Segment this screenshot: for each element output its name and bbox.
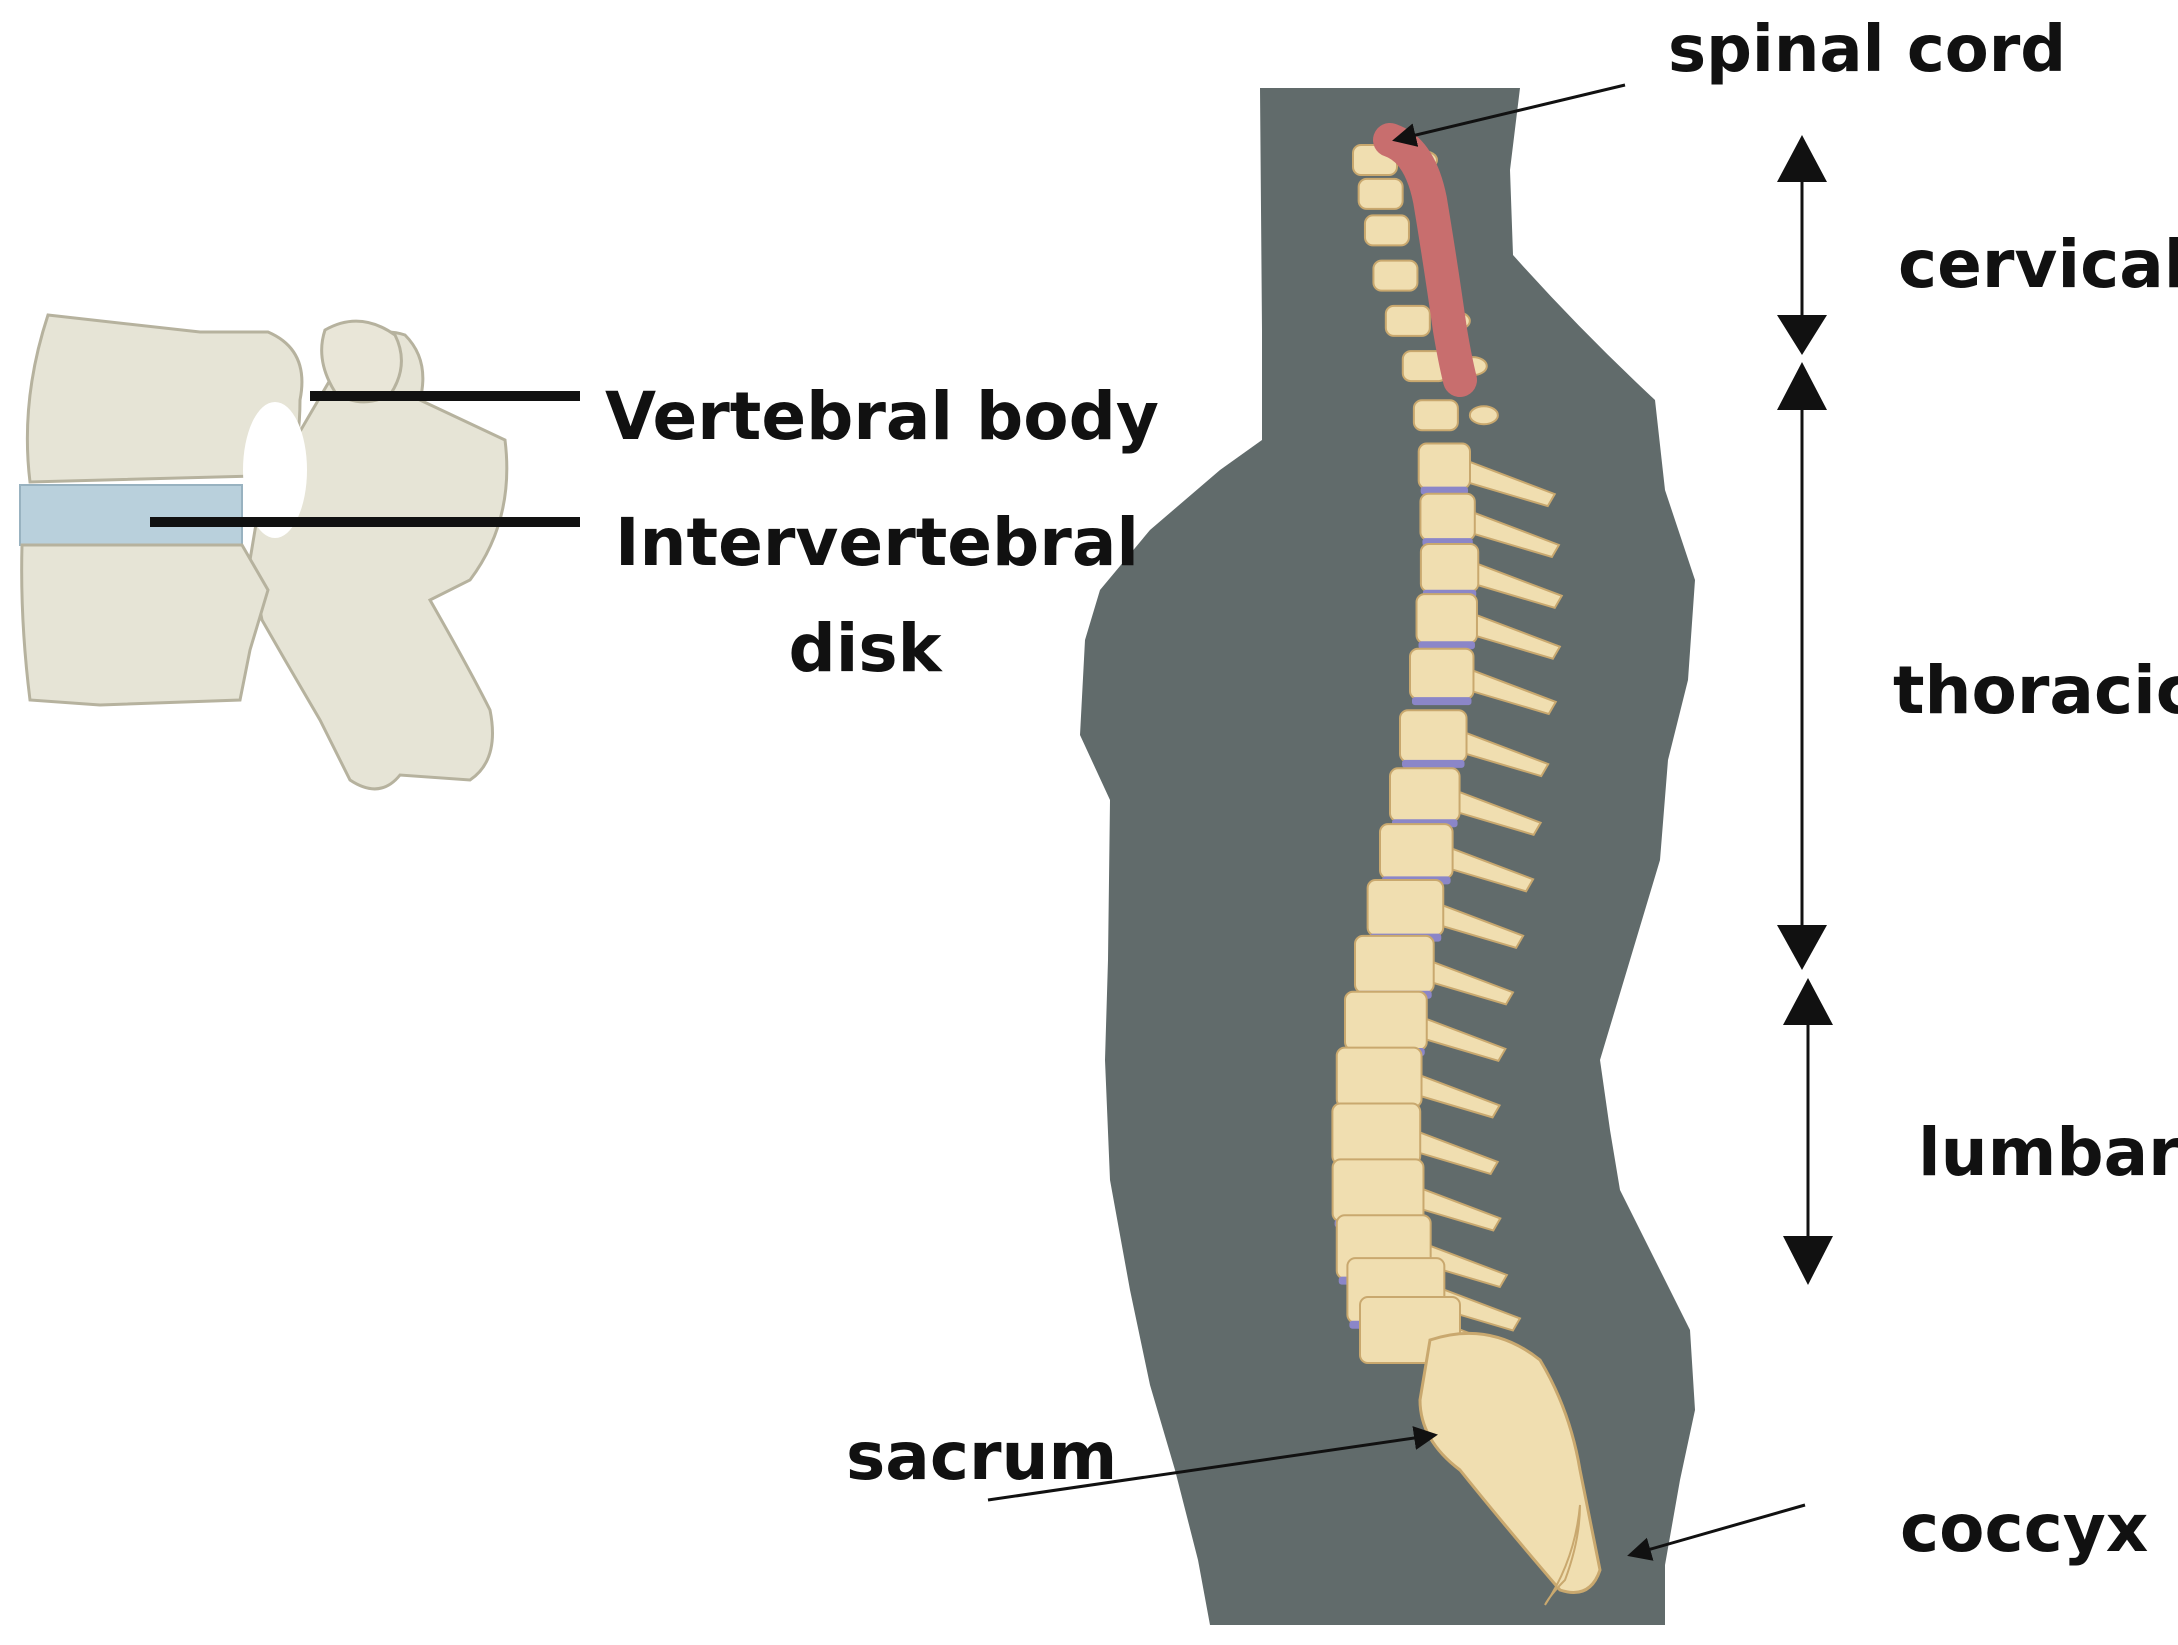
thoracic-span-arrow xyxy=(1777,362,1827,970)
lumbar-span-arrow xyxy=(1783,978,1833,1285)
inset-foramen xyxy=(243,402,307,538)
vertebra xyxy=(1409,647,1475,701)
vertebra xyxy=(1419,542,1480,593)
vertebra xyxy=(1354,934,1435,994)
coccyx-pointer xyxy=(1627,1503,1806,1561)
label-sacrum: sacrum xyxy=(846,1418,1118,1495)
vertebra xyxy=(1415,593,1478,645)
coccyx-bone xyxy=(1544,1504,1581,1606)
vertebra xyxy=(1344,990,1428,1051)
sacrum-bone xyxy=(1418,1331,1602,1594)
vertebra xyxy=(1412,399,1459,432)
cervical-process xyxy=(1468,405,1499,426)
vertebra xyxy=(1417,442,1472,490)
vertebra xyxy=(1331,1102,1422,1166)
vertebra-inset xyxy=(19,313,509,791)
inset-disk xyxy=(19,484,243,546)
spinal-cord-pointer xyxy=(1392,83,1626,147)
vertebra xyxy=(1419,492,1476,542)
label-intervertebral-line1: Intervertebral xyxy=(615,504,1140,581)
inset-posterior-processes xyxy=(248,330,509,791)
vertebra xyxy=(1366,879,1445,937)
vertebra xyxy=(1384,304,1431,337)
intervertebral-disk xyxy=(1418,641,1475,650)
sacrum-pointer xyxy=(987,1426,1438,1502)
label-coccyx: coccyx xyxy=(1900,1490,2149,1567)
label-intervertebral-line2: disk xyxy=(788,610,942,687)
label-lumbar: lumbar xyxy=(1918,1114,2178,1191)
vertebra xyxy=(1372,259,1419,292)
label-thoracic: thoracic xyxy=(1893,652,2178,729)
inset-facet xyxy=(320,319,403,404)
spinal-cord-tube xyxy=(1373,123,1477,397)
vertebra xyxy=(1363,214,1410,247)
inset-lower-body xyxy=(20,543,270,707)
vertebra xyxy=(1357,177,1404,210)
intervertebral-disk xyxy=(1402,759,1465,768)
vertebra xyxy=(1389,767,1461,823)
label-cervical: cervical xyxy=(1898,226,2178,303)
vertebra xyxy=(1335,1046,1423,1109)
vertebra xyxy=(1331,1158,1425,1223)
label-vertebral-body: Vertebral body xyxy=(605,378,1159,455)
intervertebral-disk xyxy=(1412,697,1472,706)
cervical-span-arrow xyxy=(1777,135,1827,355)
intervertebral-disk xyxy=(1420,486,1468,495)
vertebra xyxy=(1399,709,1468,763)
label-spinal-cord: spinal cord xyxy=(1668,13,2067,87)
vertebra xyxy=(1379,823,1454,880)
